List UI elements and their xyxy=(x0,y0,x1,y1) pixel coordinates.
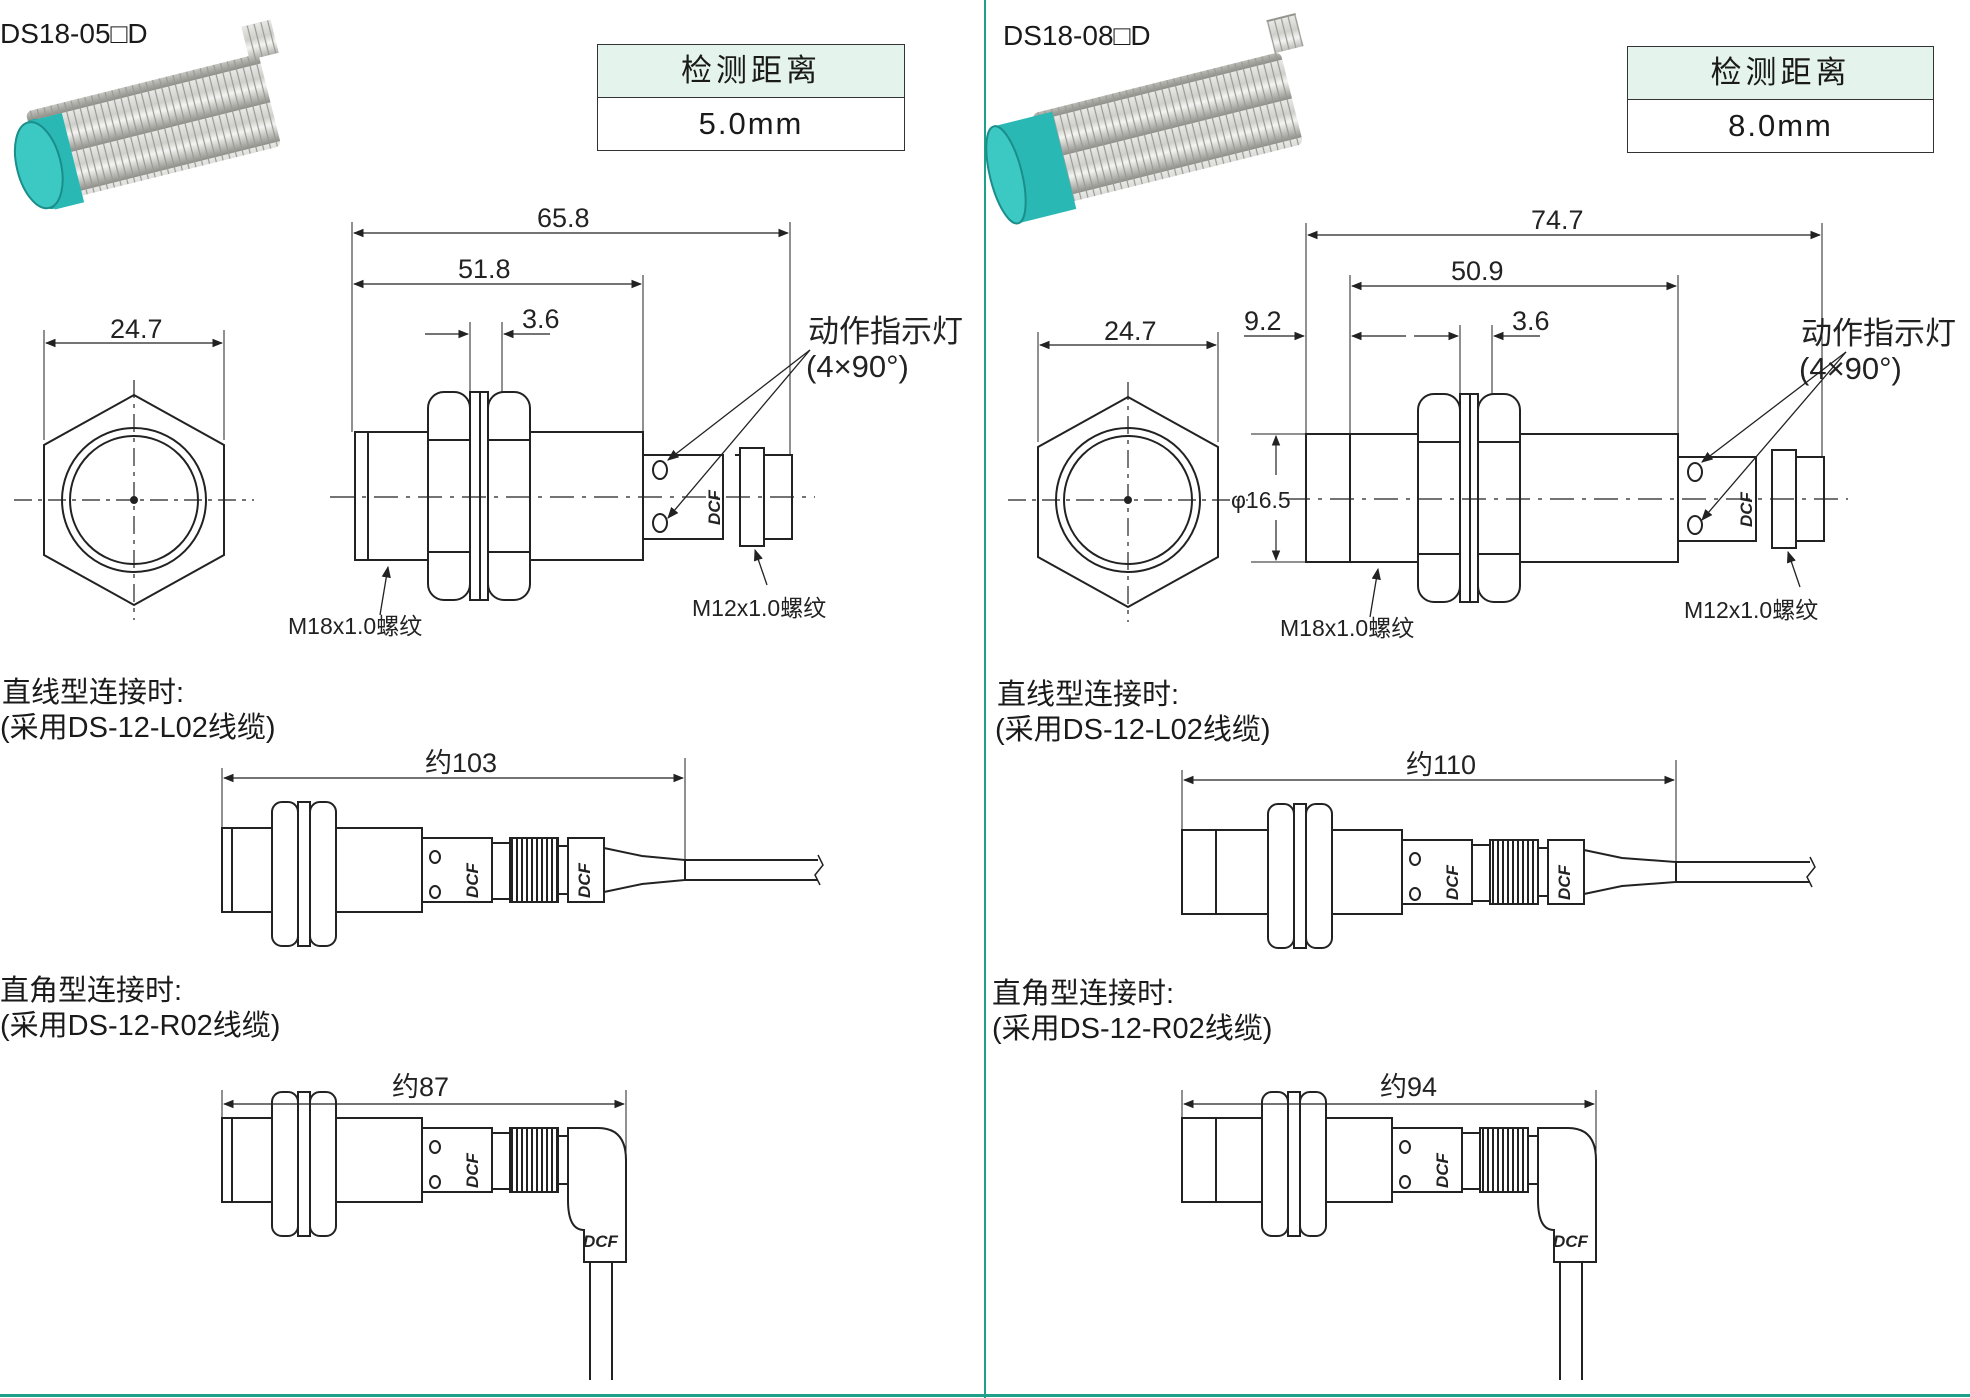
logo-dcf: DCF xyxy=(705,489,724,525)
table-header: 检测距离 xyxy=(1628,47,1933,100)
angle-title: 直角型连接时: xyxy=(0,975,183,1007)
logo-dcf: DCF xyxy=(1737,491,1756,527)
left-drawing: 24.7 xyxy=(13,19,963,1380)
dim-total: 74.7 xyxy=(1531,205,1584,235)
logo-dcf-angle-plug: DCF xyxy=(583,1232,619,1251)
right-drawing: 24.7 xyxy=(985,12,1956,1380)
dim-hex: 24.7 xyxy=(1104,316,1157,346)
logo-dcf-angle: DCF xyxy=(463,1152,482,1188)
straight-title: 直线型连接时: xyxy=(2,677,185,709)
model-title: DS18-05□D xyxy=(0,18,148,49)
dim-diameter: φ16.5 xyxy=(1231,487,1291,513)
label-m12: M12x1.0螺纹 xyxy=(692,595,826,621)
dim-nut: 3.6 xyxy=(1512,306,1550,336)
model-title: DS18-08□D xyxy=(1003,20,1151,51)
left-panel: DS18-05□D 检测距离 5.0mm 直线型连接时: (采用DS-12-L0… xyxy=(0,0,984,1396)
dim-hex: 24.7 xyxy=(110,314,163,344)
straight-cable: (采用DS-12-L02线缆) xyxy=(0,712,276,744)
label-m18: M18x1.0螺纹 xyxy=(288,613,422,639)
logo-dcf-straight: DCF xyxy=(463,862,482,898)
label-indicator-sub: (4×90°) xyxy=(806,349,909,384)
straight-title: 直线型连接时: xyxy=(997,679,1180,711)
label-m18: M18x1.0螺纹 xyxy=(1280,615,1414,641)
logo-dcf-angle-plug: DCF xyxy=(1553,1232,1589,1251)
logo-dcf-straight: DCF xyxy=(1443,864,1462,900)
dim-straight-length: 约110 xyxy=(1406,750,1476,780)
dim-angle-length: 约94 xyxy=(1380,1072,1437,1102)
bottom-border xyxy=(0,1394,1970,1397)
table-value: 8.0mm xyxy=(1728,108,1833,143)
dim-total: 65.8 xyxy=(537,203,590,233)
angle-assembly xyxy=(1181,1090,1597,1380)
straight-cable: (采用DS-12-L02线缆) xyxy=(995,714,1271,746)
angle-title: 直角型连接时: xyxy=(992,978,1175,1010)
table-value: 5.0mm xyxy=(698,106,804,141)
angle-cable: (采用DS-12-R02线缆) xyxy=(0,1010,281,1042)
straight-assembly xyxy=(1181,760,1816,949)
label-indicator: 动作指示灯 xyxy=(1801,316,1956,351)
straight-assembly xyxy=(221,758,824,947)
label-indicator-sub: (4×90°) xyxy=(1799,351,1902,386)
logo-dcf-plug: DCF xyxy=(1555,864,1574,900)
dim-thread: 51.8 xyxy=(458,254,511,284)
dim-offset: 9.2 xyxy=(1244,306,1282,336)
sensor-side-view xyxy=(1244,223,1848,618)
sensor-photo xyxy=(985,12,1304,225)
logo-dcf-angle: DCF xyxy=(1433,1152,1452,1188)
dim-straight-length: 约103 xyxy=(425,748,497,778)
hex-front-view xyxy=(14,330,254,620)
angle-assembly xyxy=(221,1090,627,1380)
angle-cable: (采用DS-12-R02线缆) xyxy=(992,1013,1273,1045)
detect-distance-table: 检测距离 8.0mm xyxy=(1627,46,1934,153)
dim-thread: 50.9 xyxy=(1451,256,1504,286)
hex-front-view xyxy=(1008,332,1248,622)
sensor-side-view xyxy=(330,222,815,616)
label-m12: M12x1.0螺纹 xyxy=(1684,597,1818,623)
sensor-photo xyxy=(13,19,281,210)
detect-distance-table: 检测距离 5.0mm xyxy=(597,44,905,151)
dim-nut: 3.6 xyxy=(522,304,560,334)
right-panel: DS18-08□D 检测距离 8.0mm 直线型连接时: (采用DS-12-L0… xyxy=(985,0,1970,1396)
dim-angle-length: 约87 xyxy=(392,1072,449,1102)
label-indicator: 动作指示灯 xyxy=(808,314,963,349)
table-header: 检测距离 xyxy=(598,45,904,98)
panel-divider xyxy=(984,0,986,1398)
logo-dcf-plug: DCF xyxy=(575,862,594,898)
